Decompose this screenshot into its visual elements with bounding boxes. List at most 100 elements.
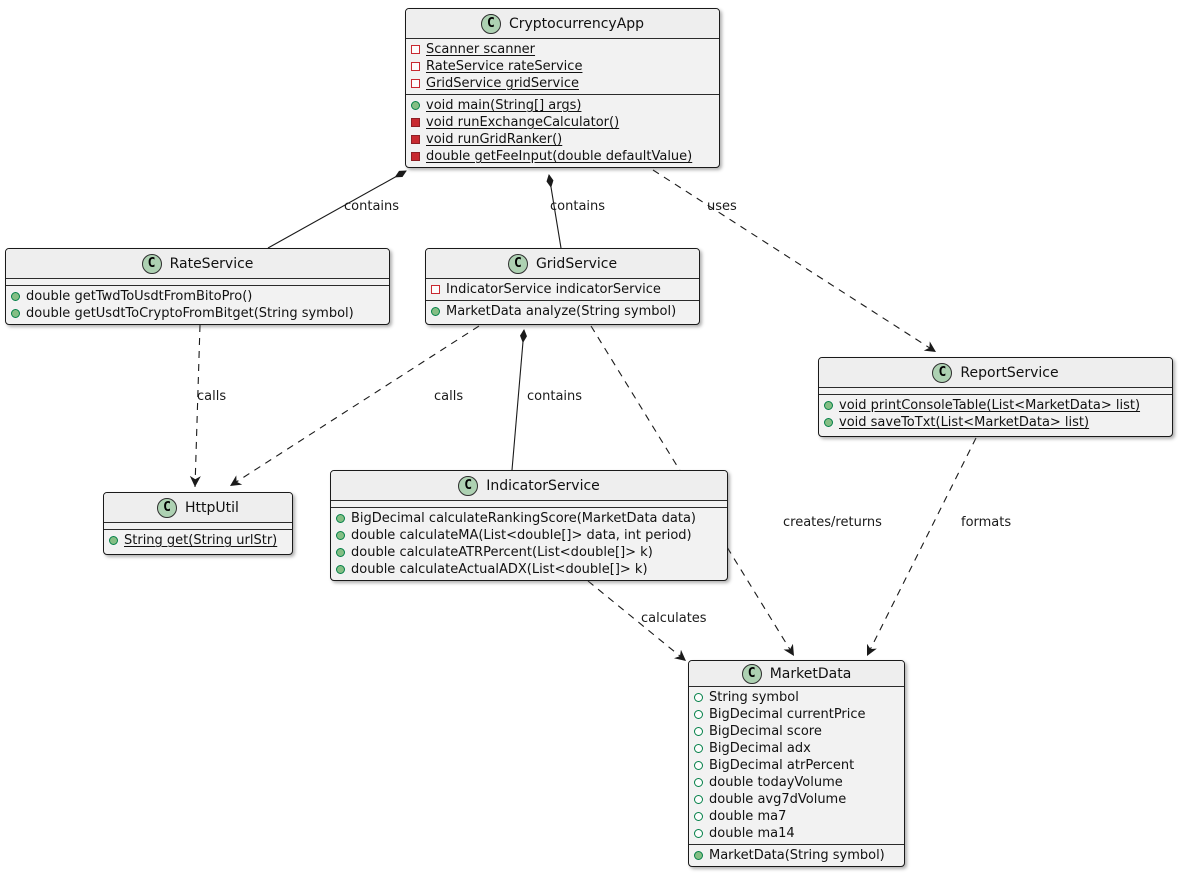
class-name: RateService (169, 255, 254, 272)
class-gridservice[interactable]: C GridService IndicatorService indicator… (425, 248, 700, 325)
private-method-icon (411, 135, 420, 144)
method-text: void saveToTxt(List<MarketData> list) (839, 415, 1090, 430)
private-field-icon (411, 45, 420, 54)
method-row: double calculateActualADX(List<double[]>… (336, 561, 722, 578)
method-text: BigDecimal calculateRankingScore(MarketD… (351, 511, 696, 526)
class-marketdata[interactable]: C MarketData String symbol BigDecimal cu… (688, 660, 905, 867)
field-row: double ma14 (694, 825, 899, 842)
public-method-icon (694, 851, 703, 860)
field-text: double avg7dVolume (709, 792, 847, 807)
public-field-icon (694, 829, 703, 838)
methods-section: BigDecimal calculateRankingScore(MarketD… (331, 507, 727, 580)
field-text: BigDecimal atrPercent (709, 758, 855, 773)
public-field-icon (694, 778, 703, 787)
method-text: double calculateATRPercent(List<double[]… (351, 545, 653, 560)
class-indicatorservice[interactable]: C IndicatorService BigDecimal calculateR… (330, 470, 728, 581)
class-title-bar: C HttpUtil (104, 493, 292, 522)
edge-gridservice-httputil-calls (229, 325, 480, 487)
class-name: CryptocurrencyApp (508, 15, 645, 32)
private-field-icon (411, 62, 420, 71)
method-text: MarketData analyze(String symbol) (446, 304, 677, 319)
private-field-icon (431, 285, 440, 294)
methods-section: void printConsoleTable(List<MarketData> … (819, 394, 1172, 436)
fields-section: String symbol BigDecimal currentPrice Bi… (689, 686, 904, 844)
fields-section: IndicatorService indicatorService (426, 278, 699, 300)
method-text: double getFeeInput(double defaultValue) (426, 149, 693, 164)
field-text: BigDecimal score (709, 724, 822, 739)
class-reportservice[interactable]: C ReportService void printConsoleTable(L… (818, 357, 1173, 437)
methods-section: void main(String[] args) void runExchang… (406, 94, 719, 167)
method-text: void printConsoleTable(List<MarketData> … (839, 398, 1141, 413)
methods-section: MarketData(String symbol) (689, 844, 904, 866)
class-httputil[interactable]: C HttpUtil String get(String urlStr) (103, 492, 293, 555)
fields-section: Scanner scanner RateService rateService … (406, 38, 719, 94)
field-text: double ma14 (709, 826, 795, 841)
field-text: RateService rateService (426, 59, 583, 74)
field-row: IndicatorService indicatorService (431, 281, 694, 298)
class-name: IndicatorService (486, 477, 600, 494)
edge-label-contains-rate: contains (344, 199, 400, 214)
method-text: double calculateMA(List<double[]> data, … (351, 528, 692, 543)
method-text: void runExchangeCalculator() (426, 115, 620, 130)
class-title-bar: C MarketData (689, 661, 904, 686)
method-row: MarketData analyze(String symbol) (431, 303, 694, 320)
class-stereotype-icon: C (507, 253, 528, 274)
field-row: BigDecimal adx (694, 740, 899, 757)
private-field-icon (411, 79, 420, 88)
field-text: Scanner scanner (426, 42, 536, 57)
method-text: void main(String[] args) (426, 98, 582, 113)
method-text: double getTwdToUsdtFromBitoPro() (26, 289, 253, 304)
method-row: void runExchangeCalculator() (411, 114, 714, 131)
class-title-bar: C ReportService (819, 358, 1172, 387)
edge-gridservice-indicatorservice-composition (511, 329, 527, 471)
public-field-icon (694, 761, 703, 770)
field-row: RateService rateService (411, 58, 714, 75)
field-row: BigDecimal currentPrice (694, 706, 899, 723)
class-title-bar: C RateService (6, 249, 389, 278)
edge-label-contains-grid: contains (550, 199, 606, 214)
method-row: void main(String[] args) (411, 97, 714, 114)
edge-label-formats: formats (961, 515, 1012, 530)
class-stereotype-icon: C (141, 253, 162, 274)
edge-label-calls-grid: calls (434, 389, 464, 404)
public-field-icon (694, 812, 703, 821)
class-rateservice[interactable]: C RateService double getTwdToUsdtFromBit… (5, 248, 390, 325)
field-text: BigDecimal currentPrice (709, 707, 866, 722)
public-field-icon (694, 727, 703, 736)
public-method-icon (109, 536, 118, 545)
method-text: String get(String urlStr) (124, 533, 278, 548)
edge-reportservice-marketdata-formats (866, 437, 977, 657)
field-text: String symbol (709, 690, 799, 705)
field-row: double todayVolume (694, 774, 899, 791)
fields-section-empty (6, 278, 389, 285)
public-method-icon (824, 401, 833, 410)
class-stereotype-icon: C (480, 13, 501, 34)
field-row: BigDecimal atrPercent (694, 757, 899, 774)
method-row: double getFeeInput(double defaultValue) (411, 148, 714, 165)
class-name: ReportService (960, 364, 1059, 381)
method-row: double calculateMA(List<double[]> data, … (336, 527, 722, 544)
methods-section: MarketData analyze(String symbol) (426, 300, 699, 324)
method-text: void runGridRanker() (426, 132, 563, 147)
public-field-icon (694, 795, 703, 804)
method-row: void saveToTxt(List<MarketData> list) (824, 414, 1167, 431)
field-row: Scanner scanner (411, 41, 714, 58)
field-text: double todayVolume (709, 775, 843, 790)
class-title-bar: C GridService (426, 249, 699, 278)
edge-label-contains-indicator: contains (527, 389, 583, 404)
class-cryptocurrencyapp[interactable]: C CryptocurrencyApp Scanner scanner Rate… (405, 8, 720, 168)
field-text: double ma7 (709, 809, 787, 824)
edge-label-uses: uses (707, 199, 737, 214)
field-text: BigDecimal adx (709, 741, 811, 756)
method-row: double calculateATRPercent(List<double[]… (336, 544, 722, 561)
private-method-icon (411, 152, 420, 161)
field-row: double ma7 (694, 808, 899, 825)
class-name: HttpUtil (185, 499, 239, 516)
methods-section: double getTwdToUsdtFromBitoPro() double … (6, 285, 389, 324)
method-row: String get(String urlStr) (109, 532, 287, 549)
public-method-icon (336, 548, 345, 557)
method-text: MarketData(String symbol) (709, 848, 885, 863)
public-field-icon (694, 744, 703, 753)
edge-label-calls-rate: calls (197, 389, 227, 404)
